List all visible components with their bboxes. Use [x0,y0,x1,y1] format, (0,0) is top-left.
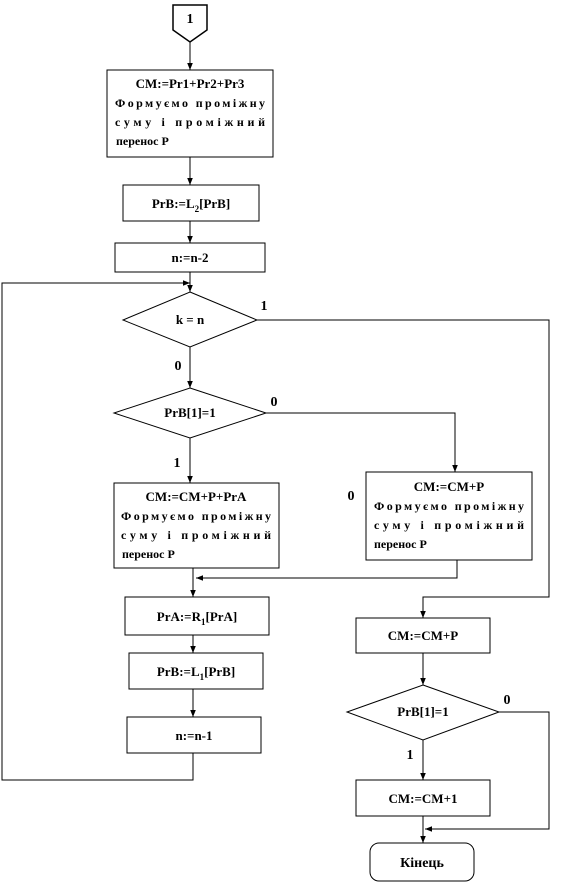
terminal-end: Кінець [369,842,475,882]
connector-lines [1,42,550,843]
connector-label: 1 [187,12,194,27]
block-text: PrA:=R1[PrA] [157,609,238,627]
branch-label-yes: 1 [261,299,268,314]
block-title: СМ:=Pr1+Pr2+Pr3 [136,76,245,91]
off-page-connector: 1 [172,4,208,43]
block-text: PrB:=L1[PrB] [157,664,235,682]
decision-text: PrB[1]=1 [397,704,448,719]
block-line: Формуємо проміжну [121,509,271,523]
process-block-shift-prb-2: PrB:=L2[PrB] [122,184,260,222]
branch-label-yes: 1 [174,456,181,471]
block-line: перенос Р [122,547,175,561]
block-text: n:=n-1 [175,728,212,743]
process-block-initial-sum: СМ:=Pr1+Pr2+Pr3 Формуємо проміжну суму і… [106,69,274,158]
process-block-n-minus-2: n:=n-2 [114,242,266,273]
process-block-final-add-p: СМ:=СМ+Р [355,617,491,654]
decision-text: k = n [176,312,205,327]
block-line: перенос Р [116,134,169,148]
branch-label-yes: 1 [407,748,414,763]
decision-k-equals-n: k = n 1 0 [121,291,268,374]
decision-text: PrB[1]=1 [164,405,215,420]
block-title: СМ:=СМ+Р [414,479,484,494]
process-block-add-pra: СМ:=СМ+Р+PrА Формуємо проміжну суму і пр… [113,482,280,569]
terminal-text: Кінець [400,856,444,871]
process-block-shift-pra: PrA:=R1[PrA] [124,596,270,636]
decision-prb1-equals-1: PrB[1]=1 0 1 [112,387,278,471]
block-line: суму і проміжний [121,528,271,542]
side-label: 0 [348,489,355,504]
process-block-add-p: СМ:=СМ+Р Формуємо проміжну суму і проміж… [348,471,533,561]
branch-label-no: 0 [175,359,182,374]
process-block-shift-prb-1: PrB:=L1[PrB] [128,652,264,690]
block-text: СМ:=СМ+1 [389,791,458,806]
process-block-n-minus-1: n:=n-1 [126,716,262,754]
branch-label-no: 0 [271,395,278,410]
decision-final-prb1-equals-1: PrB[1]=1 0 1 [345,684,511,763]
block-line: Формуємо проміжну [115,96,265,110]
block-text: PrB:=L2[PrB] [152,196,230,214]
branch-label-no: 0 [504,693,511,708]
block-line: Формуємо проміжну [374,499,524,513]
block-text: СМ:=СМ+Р [388,628,458,643]
process-block-add-1: СМ:=СМ+1 [355,779,491,817]
block-text: n:=n-2 [171,250,208,265]
block-line: суму і проміжний [115,115,265,129]
block-line: перенос Р [374,537,427,551]
block-line: суму і проміжний [374,518,524,532]
block-title: СМ:=СМ+Р+PrА [146,489,248,504]
